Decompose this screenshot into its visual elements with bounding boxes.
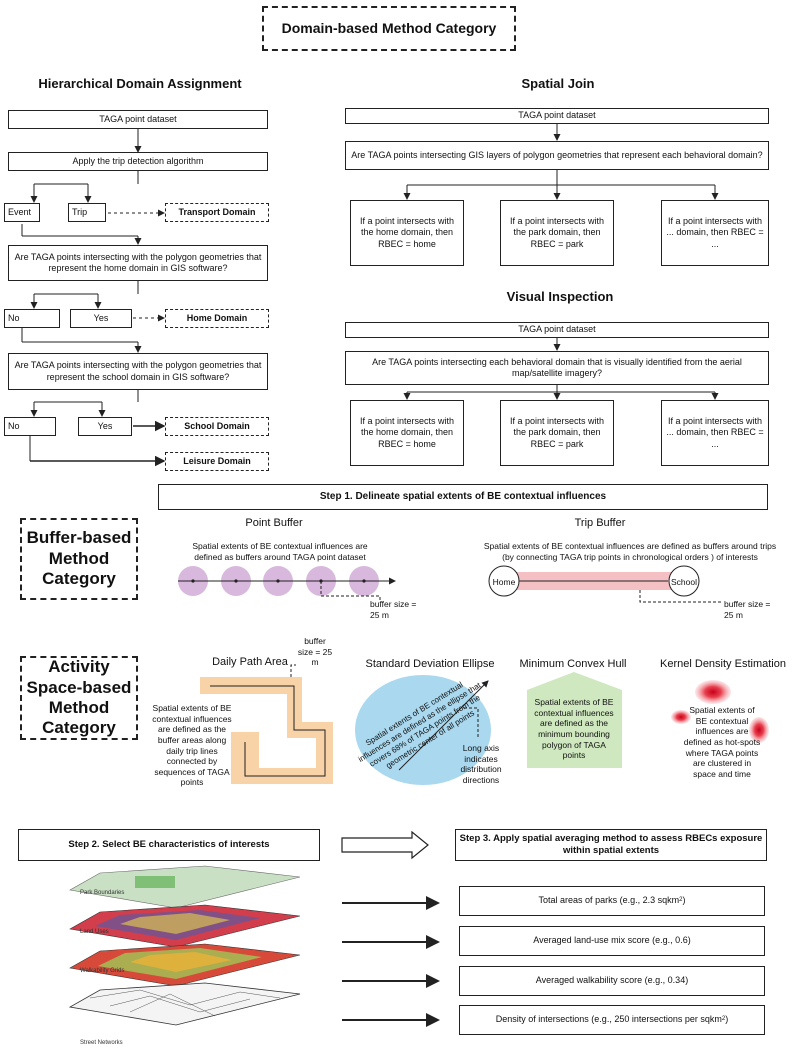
buffer-category-box: Buffer-based Method Category: [20, 518, 138, 600]
step1-box: Step 1. Delineate spatial extents of BE …: [158, 484, 768, 510]
daily-path-graphic: [200, 664, 333, 784]
domain-category-header: Domain-based Method Category: [262, 6, 516, 51]
sj-outcome-home: If a point intersects with the home doma…: [350, 200, 464, 266]
vi-dataset-box: TAGA point dataset: [345, 322, 769, 338]
event-box: Event: [4, 203, 40, 222]
mch-desc: Spatial extents of BE contextual influen…: [534, 697, 614, 761]
vi-outcome-other: If a point intersects with ... domain, t…: [661, 400, 769, 466]
result-parks-end: ): [682, 895, 686, 906]
mch-graphic: [527, 672, 622, 768]
sj-question-box: Are TAGA points intersecting GIS layers …: [345, 141, 769, 170]
trip-buffer-title: Trip Buffer: [574, 517, 626, 529]
layer-walk-label: Walkability Grids: [80, 968, 125, 974]
leisure-domain-box: Leisure Domain: [165, 452, 269, 471]
no-box-2: No: [4, 417, 56, 436]
trip-box: Trip: [68, 203, 106, 222]
layer-street-label: Street Networks: [80, 1040, 123, 1046]
step2-box: Step 2. Select BE characteristics of int…: [18, 829, 320, 861]
point-buffer-desc: Spatial extents of BE contextual influen…: [192, 541, 368, 562]
result-intersections: Density of intersections (e.g., 250 inte…: [459, 1005, 765, 1035]
yes-box-1: Yes: [70, 309, 132, 328]
vi-outcome-home: If a point intersects with the home doma…: [350, 400, 464, 466]
step-arrow: [341, 830, 429, 860]
trip-buffer-graphic: [488, 565, 722, 603]
vi-question-box: Are TAGA points intersecting each behavi…: [345, 351, 769, 385]
no-box-1: No: [4, 309, 60, 328]
point-buffer-size: buffer size = 25 m: [370, 599, 417, 620]
result-intersections-end: ): [725, 1014, 729, 1025]
kde-desc: Spatial extents of BE contextual influen…: [683, 705, 761, 779]
point-buffer-title: Point Buffer: [245, 517, 303, 529]
transport-domain-box: Transport Domain: [165, 203, 269, 222]
visual-inspection-title: Visual Inspection: [506, 289, 614, 304]
trip-detection-box: Apply the trip detection algorithm: [8, 152, 268, 171]
school-domain-box: School Domain: [165, 417, 269, 436]
home-label: Home: [492, 577, 516, 587]
sj-outcome-other: If a point intersects with ... domain, t…: [661, 200, 769, 266]
yes-box-2: Yes: [78, 417, 132, 436]
mch-title: Minimum Convex Hull: [519, 658, 627, 670]
layer-park-label: Park Boundaries: [80, 890, 125, 896]
activity-category-box: Activity Space-based Method Category: [20, 656, 138, 740]
school-label: School: [671, 577, 697, 587]
home-domain-box: Home Domain: [165, 309, 269, 328]
kde-title: Kernel Density Estimation: [660, 658, 786, 670]
result-intersections-text: Density of intersections (e.g., 250 inte…: [495, 1014, 722, 1025]
sj-dataset-box: TAGA point dataset: [345, 108, 769, 124]
dpa-buffer-size: buffer size = 25 m: [297, 636, 333, 668]
vi-outcome-park: If a point intersects with the park doma…: [500, 400, 614, 466]
trip-buffer-desc: Spatial extents of BE contextual influen…: [483, 541, 777, 562]
spatial-join-title: Spatial Join: [521, 76, 595, 91]
sde-title: Standard Deviation Ellipse: [365, 658, 495, 670]
hier-dataset-box: TAGA point dataset: [8, 110, 268, 129]
school-question-box: Are TAGA points intersecting with the po…: [8, 353, 268, 390]
result-landuse: Averaged land-use mix score (e.g., 0.6): [459, 926, 765, 956]
sj-outcome-park: If a point intersects with the park doma…: [500, 200, 614, 266]
dpa-title: Daily Path Area: [212, 656, 288, 668]
kde-graphic: [671, 680, 769, 743]
sde-note: Long axis indicates distribution directi…: [460, 743, 502, 785]
hierarchical-title: Hierarchical Domain Assignment: [38, 76, 242, 91]
home-question-box: Are TAGA points intersecting with the po…: [8, 245, 268, 281]
result-parks-text: Total areas of parks (e.g., 2.3 sqkm: [538, 895, 680, 906]
gis-layer-stack: [68, 865, 301, 1026]
result-parks-sup: 2: [679, 897, 683, 904]
result-walkability: Averaged walkability score (e.g., 0.34): [459, 966, 765, 996]
dpa-desc: Spatial extents of BE contextual influen…: [152, 703, 232, 788]
trip-buffer-size: buffer size = 25 m: [724, 599, 771, 620]
layer-landuse-label: Land Uses: [80, 929, 109, 935]
sde-graphic: [355, 675, 491, 785]
result-intersections-sup: 2: [721, 1016, 726, 1023]
point-buffer-graphic: [178, 566, 396, 600]
step3-box: Step 3. Apply spatial averaging method t…: [455, 829, 767, 861]
